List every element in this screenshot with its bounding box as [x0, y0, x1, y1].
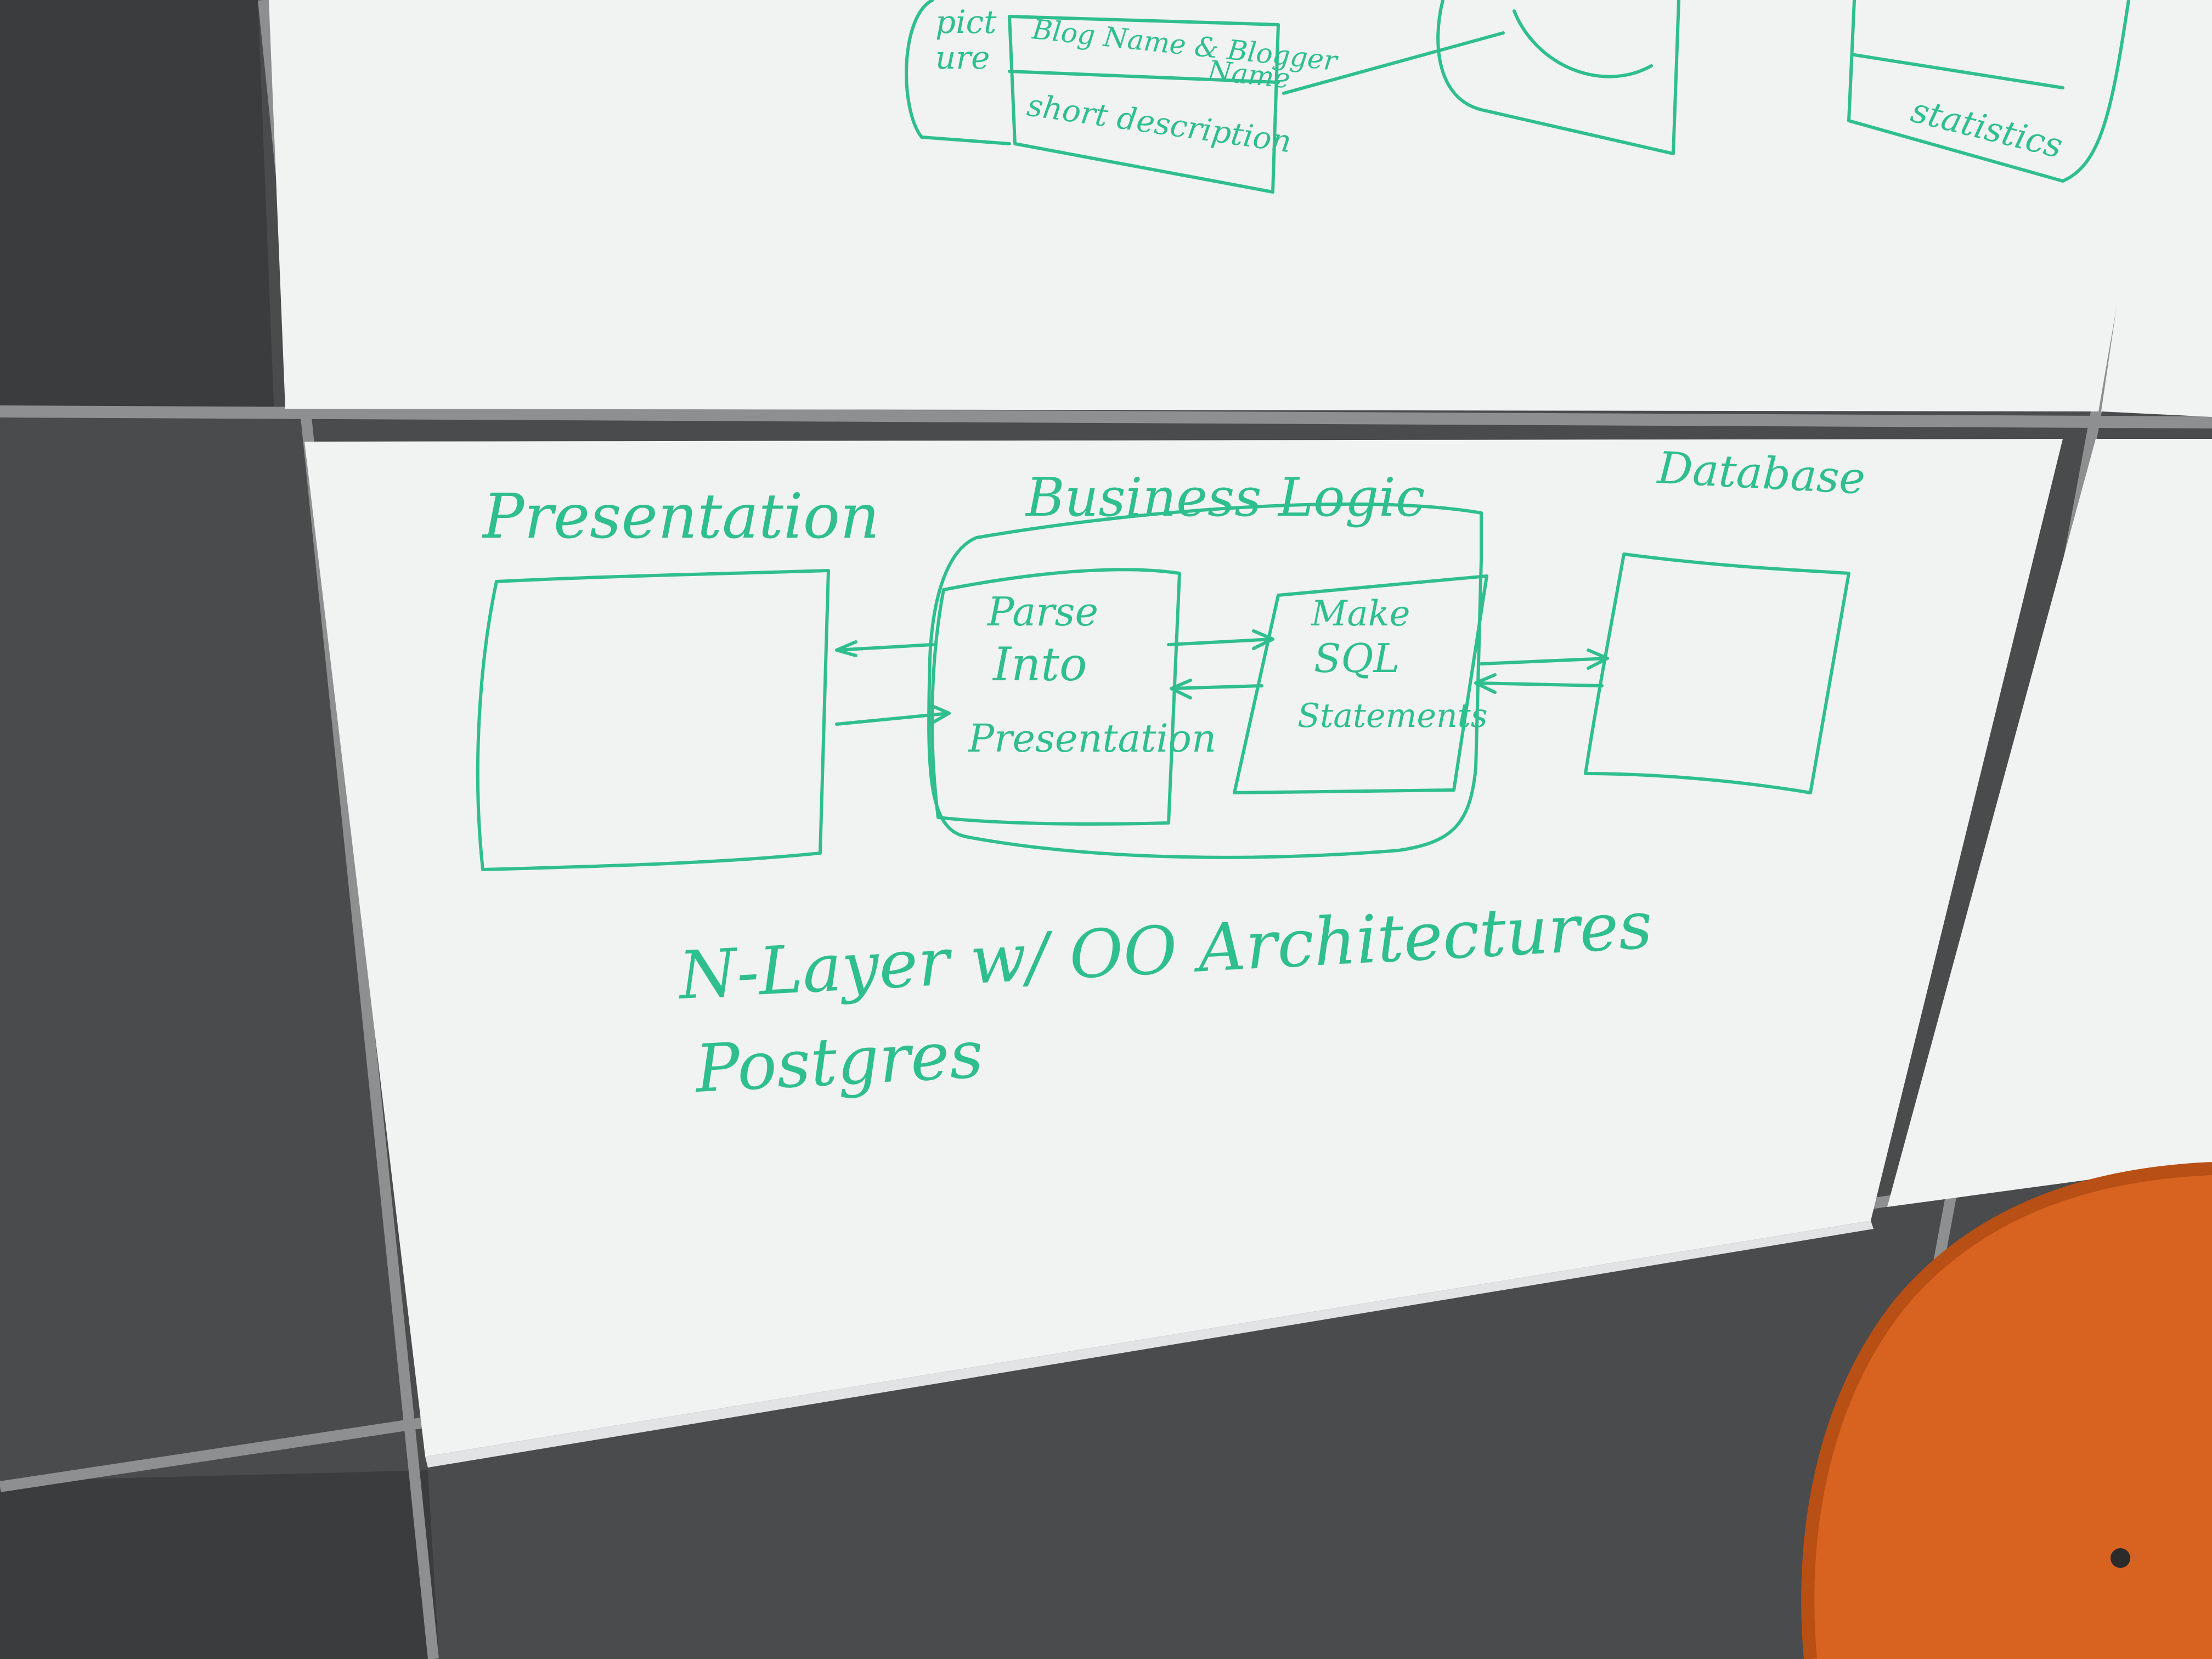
top-whiteboard [269, 0, 2170, 411]
statistics-top-line [1853, 53, 2064, 89]
sql-line-3: Statements [1297, 697, 1488, 735]
main-whiteboard-shadow [425, 1221, 1874, 1468]
wall-panel-left-upper [0, 0, 274, 417]
arrow-sql-to-parse [1170, 679, 1263, 699]
chair [1801, 1162, 2212, 1659]
chair-back [1808, 1169, 2212, 1659]
arrow-parse-to-sql [1167, 629, 1274, 650]
database-box [1584, 552, 1850, 794]
sql-line-2: SQL [1314, 635, 1400, 681]
diagram-shapes [476, 502, 1850, 871]
right-lower-whiteboard [1887, 439, 2212, 1207]
chair-bolt [2111, 1548, 2130, 1568]
sql-box [1233, 574, 1488, 794]
database-label: Database [1655, 442, 1866, 504]
picture-box [905, 0, 1011, 145]
header-curve [1513, 9, 1653, 78]
presentation-label: Presentation [482, 481, 879, 552]
business-logic-outer-box [927, 502, 1483, 859]
parse-line-1: Parse [986, 589, 1098, 635]
chair-rim [1801, 1162, 2212, 1659]
parse-line-3: Presentation [967, 716, 1216, 761]
sql-line-1: Make [1311, 594, 1410, 634]
header-box [1436, 0, 1680, 155]
pict-fragment-1: pict [935, 3, 997, 41]
blog-name-box [1008, 15, 1280, 194]
presentation-box [476, 569, 830, 871]
wall-panel-bottom [428, 1229, 1860, 1659]
parse-line-2: Into [992, 637, 1087, 691]
blog-box-divider [1008, 70, 1280, 84]
top-board-drawings [905, 0, 2130, 194]
connector-line [1282, 31, 1505, 95]
arrow-sql-to-database [1480, 648, 1609, 670]
arrow-presentation-to-logic [835, 703, 951, 726]
statistics-box [1847, 0, 2130, 183]
arrow-database-to-sql [1474, 673, 1604, 694]
pict-fragment-2: ure [935, 39, 990, 76]
arrow-logic-to-presentation [835, 640, 934, 657]
business-logic-label: Business Logic [1025, 467, 1425, 528]
main-whiteboard [304, 439, 2063, 1457]
wall-panel-left-lower [0, 1470, 439, 1659]
rail-horizontal-top [0, 405, 2212, 428]
right-whiteboard [2101, 0, 2212, 417]
parse-box [930, 568, 1181, 826]
notes-line-2: Postgres [692, 1017, 985, 1108]
